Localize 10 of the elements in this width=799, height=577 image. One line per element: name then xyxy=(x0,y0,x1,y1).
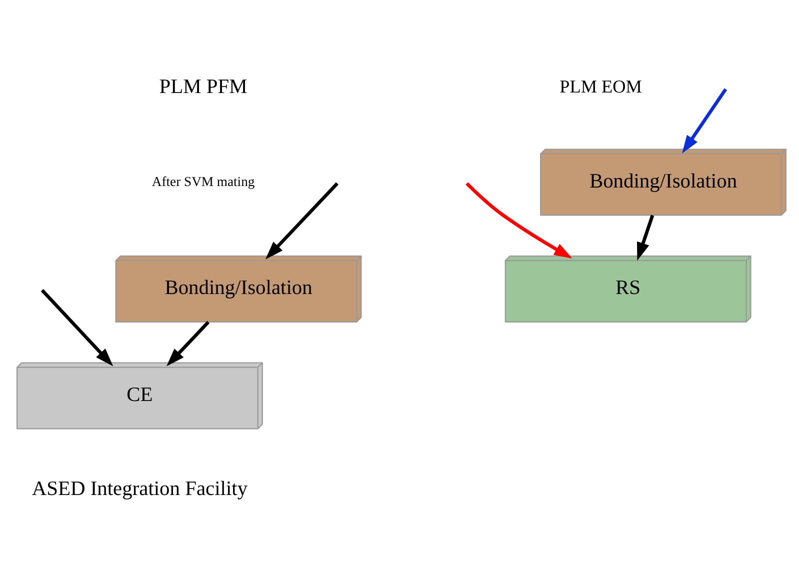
label: PLM EOM xyxy=(560,76,642,96)
label: ASED Integration Facility xyxy=(32,478,248,500)
arrow xyxy=(166,320,210,366)
arrow xyxy=(466,182,572,258)
arrow xyxy=(265,182,338,259)
label: After SVM mating xyxy=(152,173,255,188)
label: PLM PFM xyxy=(159,75,248,98)
arrow xyxy=(636,214,654,260)
arrow xyxy=(40,288,114,366)
arrow xyxy=(682,88,728,154)
